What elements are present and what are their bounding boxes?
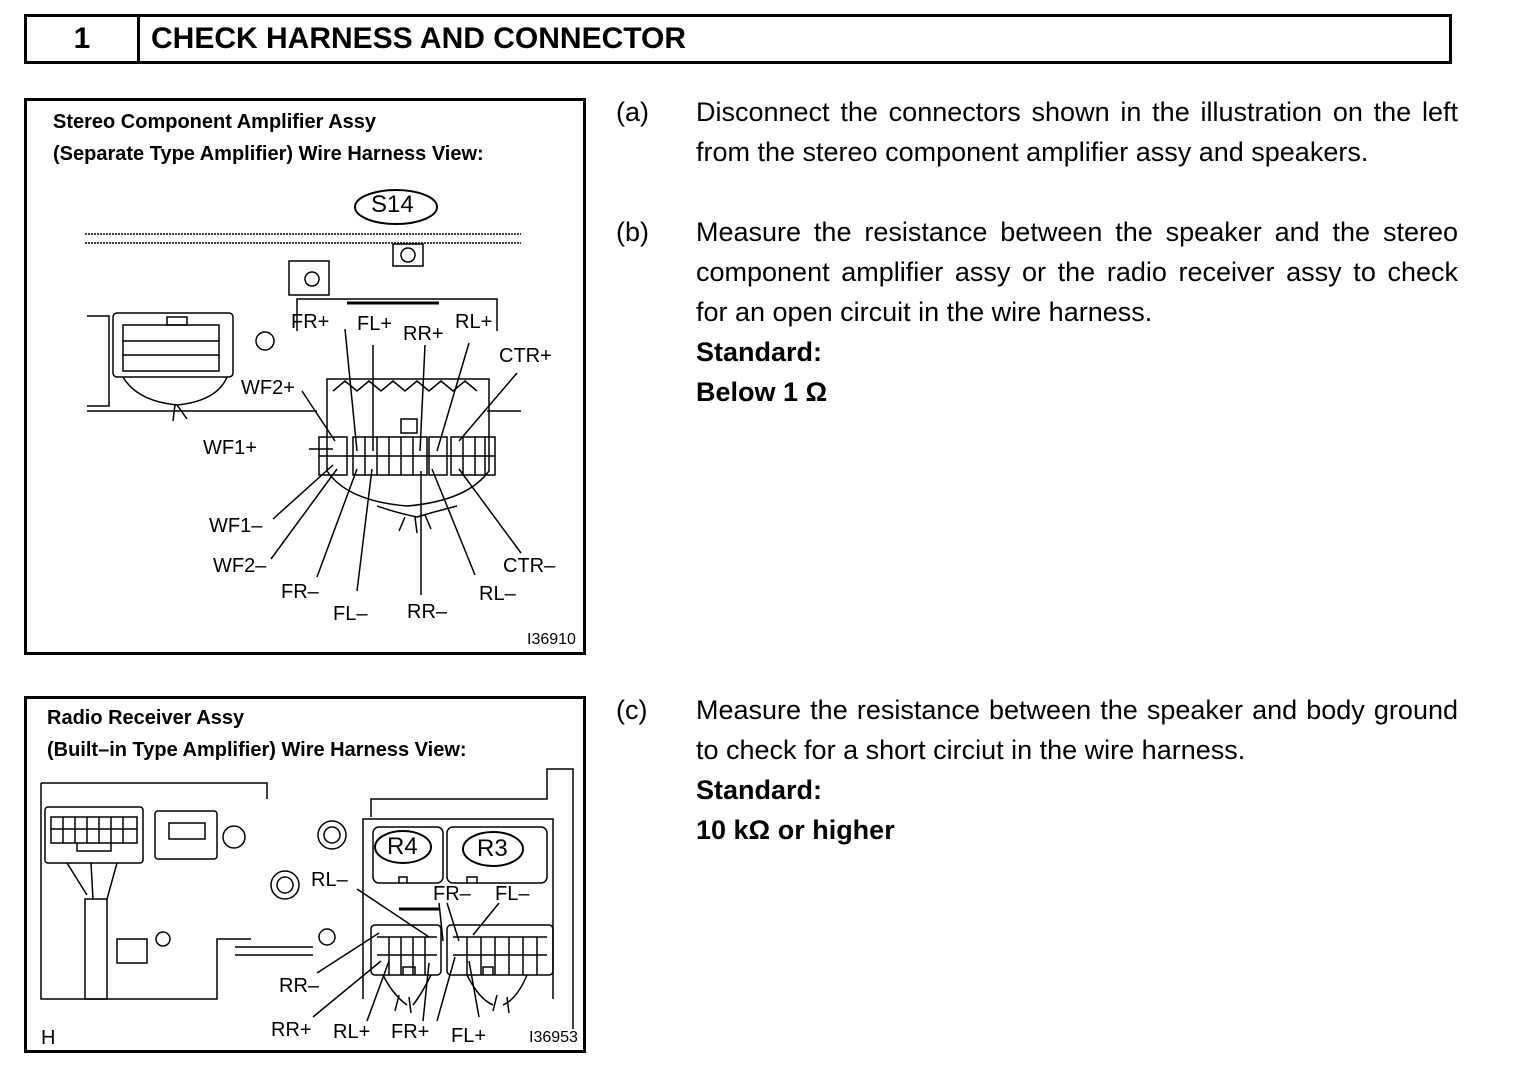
label-rl-plus: RL+: [455, 311, 493, 333]
label-fr-plus-2: FR+: [391, 1021, 430, 1043]
label-fl-minus: FL–: [333, 603, 368, 625]
step-b-standard-value: Below 1 Ω: [696, 377, 828, 407]
label-rl-minus-2: RL–: [311, 869, 348, 891]
step-number: 1: [27, 17, 140, 61]
connector-r3-label: R3: [477, 835, 508, 862]
figure-amplifier-harness: Stereo Component Amplifier Assy (Separat…: [24, 98, 586, 655]
figure1-title-line1: Stereo Component Amplifier Assy: [53, 111, 377, 133]
figure1-title-line2: (Separate Type Amplifier) Wire Harness V…: [53, 143, 484, 165]
connector-r4-label: R4: [387, 833, 418, 860]
label-fl-minus-2: FL–: [495, 883, 530, 905]
step-a-text: Disconnect the connectors shown in the i…: [696, 97, 1458, 167]
label-rr-plus-2: RR+: [271, 1019, 312, 1041]
figure2-title-line1: Radio Receiver Assy: [47, 707, 245, 729]
connector-s14-label: S14: [371, 191, 414, 218]
label-fr-minus-2: FR–: [433, 883, 471, 905]
step-a-letter: (a): [616, 97, 649, 127]
label-fl-plus-2: FL+: [451, 1025, 487, 1047]
figure2-title-line2: (Built–in Type Amplifier) Wire Harness V…: [47, 739, 467, 761]
step-c-text: Measure the resistance between the speak…: [696, 695, 1458, 765]
figure2-corner-mark: H: [41, 1027, 56, 1049]
step-c-letter: (c): [616, 695, 648, 725]
label-fl-plus: FL+: [357, 313, 393, 335]
label-rl-plus-2: RL+: [333, 1021, 371, 1043]
step-header: 1 CHECK HARNESS AND CONNECTOR: [24, 14, 1452, 64]
step-b-letter: (b): [616, 217, 649, 247]
step-c-standard-value: 10 kΩ or higher: [696, 815, 895, 845]
amplifier-connector-drawing: [85, 189, 522, 595]
label-rr-minus-2: RR–: [279, 975, 320, 997]
label-fr-plus: FR+: [291, 311, 330, 333]
label-rr-minus: RR–: [407, 601, 448, 623]
step-b-text: Measure the resistance between the speak…: [696, 217, 1458, 327]
label-wf1-plus: WF1+: [203, 437, 257, 459]
label-wf1-minus: WF1–: [209, 515, 263, 537]
label-rr-plus: RR+: [403, 323, 444, 345]
figure-radio-harness: Radio Receiver Assy (Built–in Type Ampli…: [24, 696, 586, 1053]
label-rl-minus: RL–: [479, 583, 516, 605]
step-title: CHECK HARNESS AND CONNECTOR: [151, 22, 687, 55]
label-ctr-plus: CTR+: [499, 345, 552, 367]
label-wf2-plus: WF2+: [241, 377, 295, 399]
step-c-standard-label: Standard:: [696, 775, 823, 805]
label-ctr-minus: CTR–: [503, 555, 556, 577]
radio-connector-drawing: [40, 768, 574, 1029]
step-b-standard-label: Standard:: [696, 337, 823, 367]
figure2-id: I36953: [529, 1029, 578, 1046]
figure1-id: I36910: [527, 631, 576, 648]
label-wf2-minus: WF2–: [213, 555, 267, 577]
label-fr-minus: FR–: [281, 581, 319, 603]
